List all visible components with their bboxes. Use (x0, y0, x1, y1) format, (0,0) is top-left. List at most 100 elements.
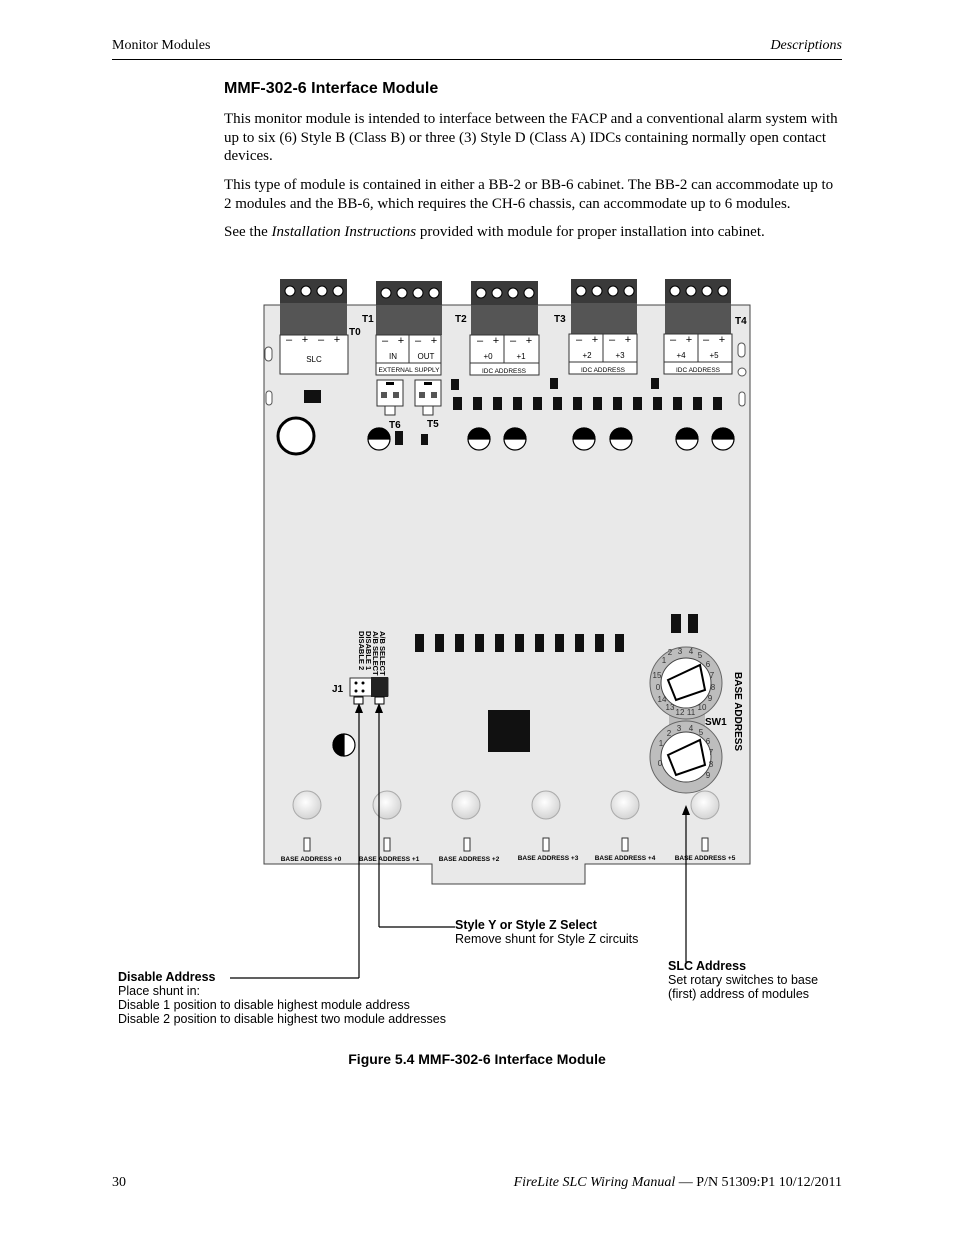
base-address-led-label: BASE ADDRESS +0 (281, 856, 342, 863)
dial-lower-digit: 1 (659, 739, 664, 748)
dial-upper-digit: 0 (656, 683, 661, 692)
dial-lower-digit: 7 (709, 748, 714, 757)
label-t1: T1 (362, 314, 374, 325)
para3-before: See the (224, 224, 272, 240)
label-t0: T0 (349, 327, 361, 338)
dial-lower-digit: 5 (699, 728, 704, 737)
base-address-led-label: BASE ADDRESS +2 (439, 856, 500, 863)
dial-upper-digit: 2 (668, 648, 673, 657)
page-number: 30 (112, 1175, 126, 1190)
idc-address-plus3: +3 (615, 351, 625, 360)
idc-address-plus5: +5 (709, 351, 719, 360)
pm-minus: – (318, 334, 325, 346)
figure-caption: Figure 5.4 MMF-302-6 Interface Module (348, 1051, 606, 1067)
pm-plus: + (493, 335, 499, 347)
dial-upper-digit: 12 (676, 708, 685, 717)
terminal-block-t2 (469, 281, 540, 376)
base-address-led-label: BASE ADDRESS +5 (675, 855, 736, 862)
pm-minus: – (382, 335, 389, 347)
connector-t6 (376, 379, 404, 416)
base-address-vertical-label: BASE ADDRESS (732, 672, 743, 751)
pm-plus: + (625, 334, 631, 346)
base-address-led-label: BASE ADDRESS +3 (518, 855, 579, 862)
running-header-left: Monitor Modules (112, 38, 211, 53)
dial-upper-digit: 15 (653, 671, 662, 680)
installation-instructions-ref: Installation Instructions (271, 224, 417, 240)
callout-style-title: Style Y or Style Z Select (455, 918, 597, 932)
pm-minus: – (609, 334, 616, 346)
dial-lower-digit: 9 (706, 771, 711, 780)
label-t4: T4 (735, 316, 747, 327)
dial-upper-digit: 7 (710, 671, 715, 680)
jumper-label-disable-2: DISABLE 2 (357, 631, 366, 670)
jumper-label-disable-1: DISABLE 1 (364, 631, 373, 670)
idc-address-plus0: +0 (483, 352, 493, 361)
dial-upper-digit: 11 (687, 708, 696, 717)
pm-minus: – (415, 335, 422, 347)
slc-terminal-label: SLC (306, 355, 322, 364)
pm-minus: – (477, 335, 484, 347)
dial-upper-digit: 8 (711, 683, 716, 692)
dial-upper-digit: 5 (698, 651, 703, 660)
callout-disable-title: Disable Address (118, 970, 216, 984)
pm-plus: + (431, 335, 437, 347)
terminal-block-t3 (568, 279, 638, 375)
jumper-label-ab-select-2: A/B SELECT (371, 631, 380, 676)
paragraph-3: See the Installation Instructions provid… (224, 223, 844, 242)
external-supply-label: EXTERNAL SUPPLY (378, 367, 440, 374)
callout-slc-line: (first) address of modules (668, 987, 810, 1001)
label-j1: J1 (332, 684, 344, 695)
callout-style-line: Remove shunt for Style Z circuits (455, 932, 639, 946)
rotary-switch-sw1 (649, 646, 723, 794)
label-t5: T5 (427, 419, 439, 430)
base-address-led-label: BASE ADDRESS +1 (359, 856, 420, 863)
paragraph-2: This type of module is contained in eith… (224, 177, 834, 212)
manual-title: FireLite SLC Wiring Manual (513, 1175, 676, 1190)
dial-upper-digit: 1 (662, 656, 667, 665)
callout-disable-line: Disable 2 position to disable highest tw… (118, 1012, 446, 1026)
manual-part-number: — P/N 51309:P1 10/12/2011 (675, 1175, 842, 1190)
dial-upper-digit: 14 (658, 695, 667, 704)
pm-minus: – (576, 334, 583, 346)
dial-lower-digit: 3 (677, 724, 682, 733)
pm-minus: – (510, 335, 517, 347)
terminal-block-t1 (375, 281, 442, 376)
dial-upper-digit: 9 (708, 694, 713, 703)
callout-slc-title: SLC Address (668, 959, 747, 973)
dial-lower-digit: 0 (658, 759, 663, 768)
terminal-block-t4 (663, 279, 733, 375)
dial-lower-digit: 6 (706, 737, 711, 746)
terminal-block-t0 (279, 279, 349, 375)
header-rule (112, 59, 842, 60)
dial-upper-digit: 6 (706, 660, 711, 669)
ext-in-label: IN (389, 352, 397, 361)
callout-disable-address: Disable Address Place shunt in: Disable … (118, 970, 446, 1026)
callout-style-select: Style Y or Style Z Select Remove shunt f… (455, 918, 638, 946)
callout-slc-address: SLC Address Set rotary switches to base … (668, 959, 818, 1001)
label-sw1: SW1 (705, 717, 727, 728)
pm-plus: + (719, 334, 725, 346)
jumper-label-ab-select-1: A/B SELECT (378, 631, 387, 676)
dial-upper-digit: 10 (698, 703, 707, 712)
idc-address-label: IDC ADDRESS (581, 367, 626, 374)
idc-address-label: IDC ADDRESS (482, 368, 527, 375)
callout-disable-line: Place shunt in: (118, 984, 200, 998)
base-address-led-label: BASE ADDRESS +4 (595, 855, 656, 862)
running-footer: FireLite SLC Wiring Manual — P/N 51309:P… (514, 1175, 842, 1191)
idc-address-plus2: +2 (582, 351, 592, 360)
board-outline (263, 304, 751, 885)
label-t6: T6 (389, 420, 401, 431)
label-t2: T2 (455, 314, 467, 325)
idc-address-label: IDC ADDRESS (676, 367, 721, 374)
pm-minus: – (286, 334, 293, 346)
callout-disable-line: Disable 1 position to disable highest mo… (118, 998, 410, 1012)
para3-after: provided with module for proper installa… (416, 224, 765, 240)
pm-plus: + (526, 335, 532, 347)
pm-minus: – (703, 334, 710, 346)
running-header-right: Descriptions (770, 38, 842, 53)
dial-upper-digit: 3 (678, 647, 683, 656)
pm-plus: + (398, 335, 404, 347)
pm-plus: + (334, 334, 340, 346)
pm-plus: + (686, 334, 692, 346)
